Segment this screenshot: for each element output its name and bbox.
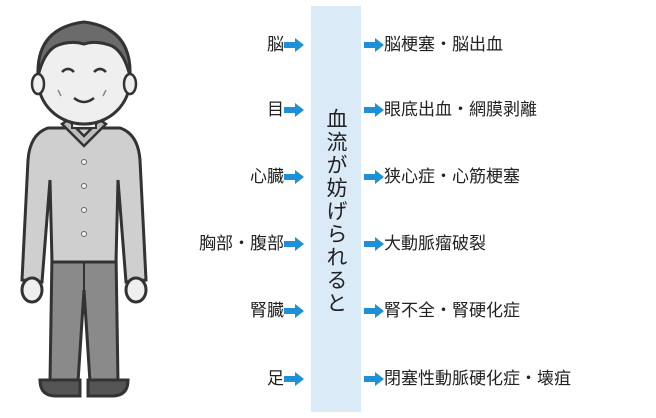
organ-label: 心臓 [250, 167, 284, 187]
effect-row-5: 閉塞性動脈硬化症・壊疽 [364, 364, 571, 394]
organ-row-5: 足 [267, 364, 304, 394]
right-arrow-icon [364, 237, 384, 251]
right-arrow-icon [284, 38, 304, 52]
effect-label: 腎不全・腎硬化症 [384, 301, 520, 321]
effect-label: 閉塞性動脈硬化症・壊疽 [384, 369, 571, 389]
effect-label: 眼底出血・網膜剥離 [384, 100, 537, 120]
right-arrow-icon [364, 103, 384, 117]
organ-label: 腎臓 [250, 301, 284, 321]
effect-label: 大動脈瘤破裂 [384, 234, 486, 254]
organ-row-4: 腎臓 [250, 296, 304, 326]
right-arrow-icon [364, 38, 384, 52]
center-label: 血流が妨げられると [324, 108, 348, 315]
right-arrow-icon [284, 304, 304, 318]
organ-label: 目 [267, 100, 284, 120]
right-arrow-icon [284, 372, 304, 386]
right-arrow-icon [364, 170, 384, 184]
organ-row-1: 目 [267, 95, 304, 125]
right-arrow-icon [284, 170, 304, 184]
organ-row-3: 胸部・腹部 [199, 229, 304, 259]
effect-row-1: 眼底出血・網膜剥離 [364, 95, 537, 125]
right-arrow-icon [284, 103, 304, 117]
organ-label: 足 [267, 369, 284, 389]
effect-row-0: 脳梗塞・脳出血 [364, 30, 503, 60]
effect-row-4: 腎不全・腎硬化症 [364, 296, 520, 326]
right-arrow-icon [364, 304, 384, 318]
organ-row-2: 心臓 [250, 162, 304, 192]
elderly-man-illustration [20, 20, 148, 398]
right-arrow-icon [364, 372, 384, 386]
effect-row-3: 大動脈瘤破裂 [364, 229, 486, 259]
organ-row-0: 脳 [267, 30, 304, 60]
center-band [311, 6, 361, 412]
organ-label: 脳 [267, 35, 284, 55]
effect-label: 脳梗塞・脳出血 [384, 35, 503, 55]
organ-label: 胸部・腹部 [199, 234, 284, 254]
effect-row-2: 狭心症・心筋梗塞 [364, 162, 520, 192]
right-arrow-icon [284, 237, 304, 251]
effect-label: 狭心症・心筋梗塞 [384, 167, 520, 187]
